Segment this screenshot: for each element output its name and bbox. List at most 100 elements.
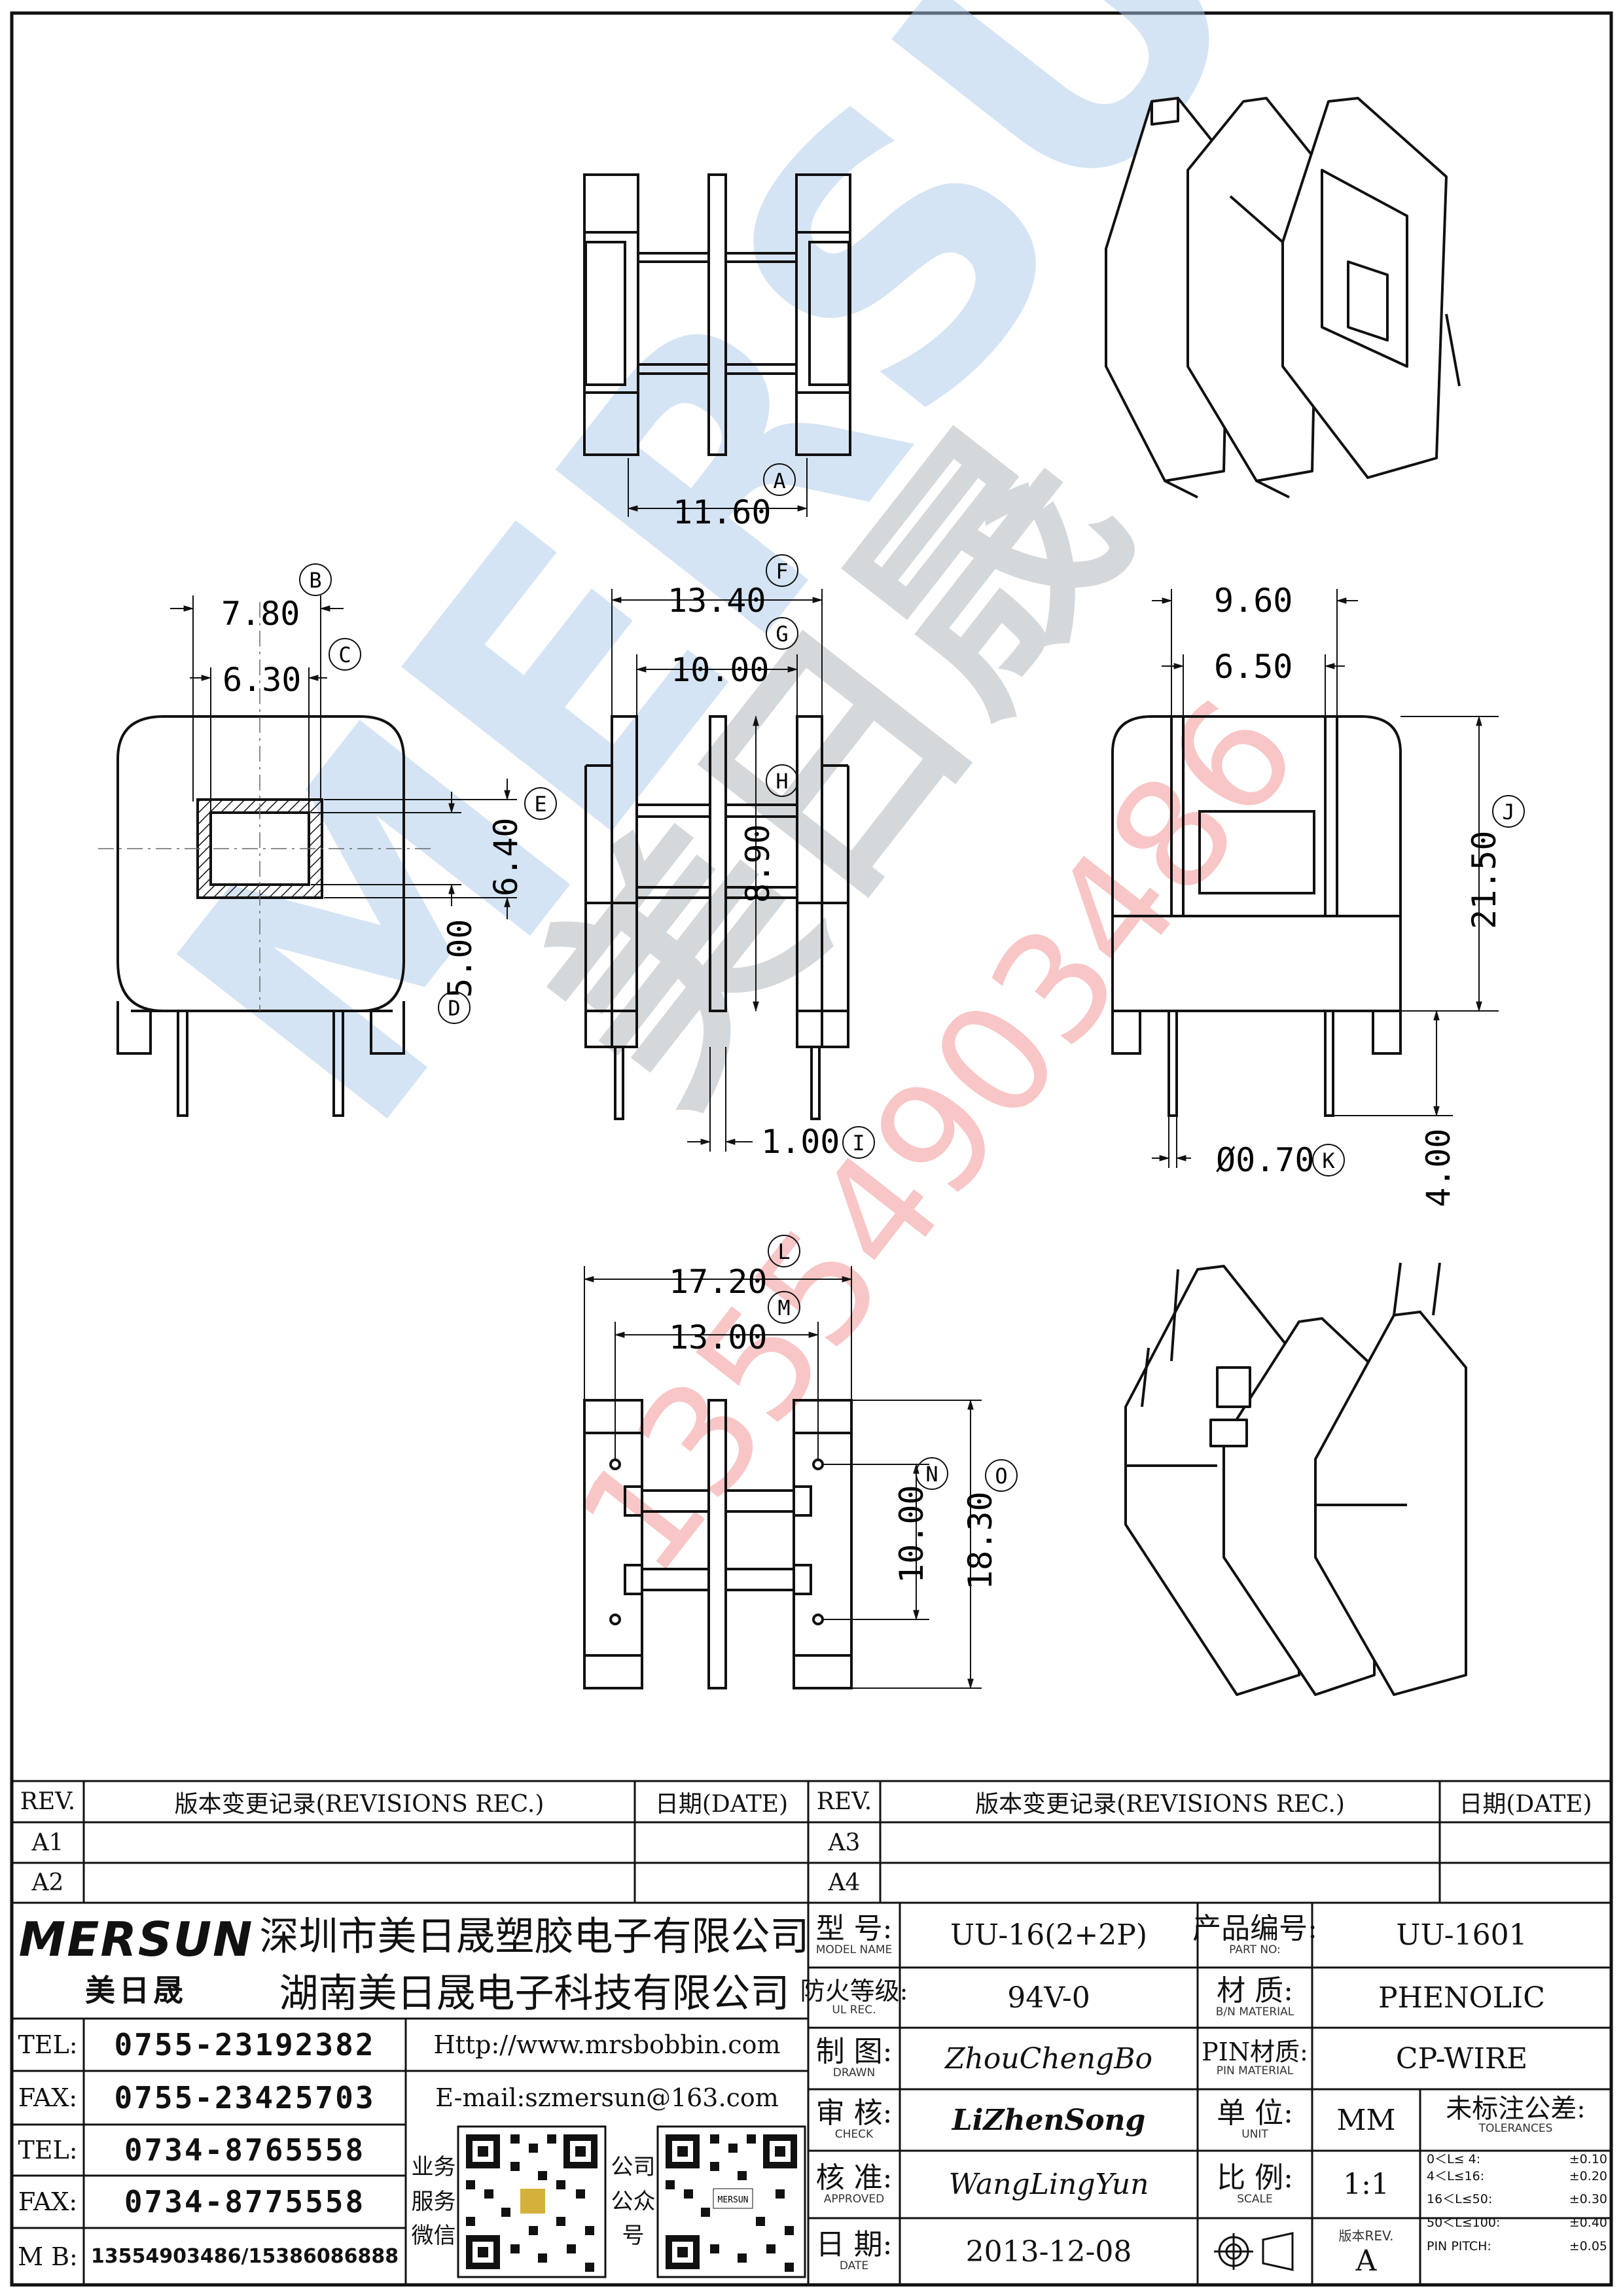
dim-side-w1: 9.60: [1214, 582, 1293, 620]
dim-l-value: 17.20: [669, 1263, 768, 1301]
rev-record-header-right: 版本变更记录(REVISIONS REC.): [975, 1790, 1345, 1818]
contact-mobile: 13554903486/15386086888: [90, 2245, 399, 2268]
side-view-right-dims: [1152, 589, 1499, 1168]
rev-date-header-right: 日期(DATE): [1459, 1790, 1592, 1818]
tolerance-row: 4＜L≤16:±0.20: [1427, 2168, 1607, 2183]
isometric-view-bottom: [1124, 1262, 1467, 1696]
rev-date-header-left: 日期(DATE): [654, 1790, 789, 1818]
date-label: 日 期: DATE: [815, 2228, 893, 2273]
tolerance-header: 未标注公差: TOLERANCES: [1446, 2094, 1586, 2135]
dim-d-tag: D: [448, 996, 460, 1021]
dim-f-tag: F: [776, 559, 788, 584]
dim-a-tag: A: [773, 468, 785, 493]
rev-row-a1: A1: [31, 1829, 64, 1856]
front-view-dims: [170, 595, 517, 919]
contact-tel-2: 0734-8765558: [124, 2132, 366, 2168]
unit-value: MM: [1336, 2103, 1396, 2137]
top-view: [583, 173, 851, 456]
qr-code-official: MERSUN: [656, 2125, 806, 2278]
rev-row-a3: A3: [828, 1829, 861, 1856]
dim-g-value: 10.00: [671, 651, 770, 689]
contact-fax-2-label: FAX:: [18, 2187, 78, 2216]
projection-symbol-icon: [1214, 2232, 1294, 2271]
tolerance-table: 0＜L≤ 4:±0.10 4＜L≤16:±0.20 16＜L≤50:±0.30 …: [1427, 2151, 1607, 2255]
model-value: UU-16(2+2P): [950, 1918, 1148, 1952]
qr-wechat-label: 业务 服务 微信: [411, 2153, 456, 2250]
model-label: 型 号: MODEL NAME: [815, 1911, 893, 1956]
rev-record-header-left: 版本变更记录(REVISIONS REC.): [174, 1790, 544, 1818]
check-value: LiZhenSong: [952, 2103, 1146, 2137]
dim-k-value: Ø0.70: [1216, 1141, 1315, 1179]
part-no-label: 产品编号: PART NO:: [1192, 1911, 1317, 1956]
dim-e-tag: E: [534, 792, 546, 817]
dim-j-value: 21.50: [1465, 830, 1503, 929]
title-block-grid: [10, 1780, 1613, 2286]
contact-fax-1-label: FAX:: [18, 2083, 78, 2112]
pin-material-value: CP-WIRE: [1395, 2041, 1528, 2075]
drawn-label: 制 图: DRAWN: [815, 2035, 893, 2080]
scale-label: 比 例: SCALE: [1217, 2161, 1293, 2206]
bottom-view-dims: [583, 1266, 982, 1689]
part-no-value: UU-1601: [1396, 1918, 1527, 1952]
rev-row-a4: A4: [828, 1869, 861, 1896]
tolerance-row: 50＜L≤100:±0.40: [1427, 2215, 1607, 2230]
isometric-view-top: [1105, 97, 1461, 499]
dim-b-tag: B: [309, 568, 321, 593]
contact-fax-1: 0755-23425703: [114, 2080, 376, 2115]
logo-text-cn: 美日晟: [85, 1972, 187, 2008]
tolerance-row: 16＜L≤50:±0.30: [1427, 2192, 1607, 2207]
dim-c-tag: C: [338, 643, 351, 667]
dim-top-width: [627, 458, 808, 517]
dim-c-value: 6.30: [223, 661, 301, 699]
contact-tel-1: 0755-23192382: [114, 2027, 376, 2062]
front-view-centerlines: [98, 602, 432, 1011]
dim-m-value: 13.00: [669, 1318, 768, 1356]
tolerance-row: PIN PITCH:±0.05: [1427, 2238, 1607, 2253]
contact-mobile-label: M B:: [18, 2242, 78, 2271]
revision-box: 版本REV. A: [1338, 2228, 1394, 2278]
contact-tel-1-label: TEL:: [18, 2030, 78, 2059]
pin-material-label: PIN材质: PIN MATERIAL: [1202, 2038, 1308, 2077]
material-label: 材 质: B/N MATERIAL: [1215, 1974, 1294, 2019]
bottom-view: [583, 1399, 853, 1689]
company-name-1: 深圳市美日晟塑胶电子有限公司: [259, 1913, 810, 1960]
contact-email[interactable]: E-mail:szmersun@163.com: [435, 2083, 779, 2112]
qr-official-label: 公司 公众 号: [611, 2153, 656, 2250]
dim-e-value: 6.40: [487, 818, 525, 896]
dim-l-tag: L: [777, 1239, 790, 1264]
dim-i-tag: I: [852, 1131, 865, 1156]
dim-h-value: 8.90: [739, 824, 777, 903]
logo-text: MERSUN: [18, 1911, 254, 1967]
contact-tel-2-label: TEL:: [18, 2136, 78, 2164]
date-value: 2013-12-08: [965, 2234, 1132, 2269]
unit-label: 单 位: UNIT: [1217, 2096, 1293, 2142]
drawn-value: ZhouChengBo: [944, 2041, 1153, 2075]
qr-official-brand: MERSUN: [718, 2195, 749, 2205]
dim-b-value: 7.80: [221, 595, 300, 633]
dim-o-tag: O: [995, 1464, 1007, 1489]
qr-code-wechat: [457, 2125, 607, 2278]
approved-label: 核 准: APPROVED: [815, 2161, 893, 2206]
dim-i-value: 1.00: [761, 1123, 840, 1161]
check-label: 审 核: CHECK: [815, 2096, 893, 2142]
approved-value: WangLingYun: [948, 2168, 1149, 2201]
contact-web[interactable]: Http://www.mrsbobbin.com: [433, 2030, 781, 2059]
dim-n-tag: N: [925, 1462, 938, 1487]
dim-g-tag: G: [776, 622, 788, 646]
dim-side-w2: 6.50: [1214, 648, 1293, 686]
rev-header-right: REV.: [816, 1788, 872, 1815]
company-name-2: 湖南美日晟电子科技有限公司: [279, 1971, 790, 2017]
side-view-middle-dims: [611, 589, 823, 1152]
contact-fax-2: 0734-8775558: [124, 2184, 366, 2219]
dim-h-tag: H: [776, 769, 788, 794]
side-view-middle: [584, 715, 849, 1120]
rev-row-a2: A2: [31, 1869, 64, 1896]
dim-a-value: 11.60: [673, 493, 772, 531]
tolerance-row: 0＜L≤ 4:±0.10: [1427, 2152, 1607, 2166]
dim-m-tag: M: [777, 1296, 790, 1320]
company-logo: MERSUN 美日晟: [12, 1903, 260, 2019]
dim-o-value: 18.30: [961, 1491, 999, 1590]
dim-k-tag: K: [1322, 1148, 1335, 1173]
scale-value: 1:1: [1343, 2168, 1389, 2201]
